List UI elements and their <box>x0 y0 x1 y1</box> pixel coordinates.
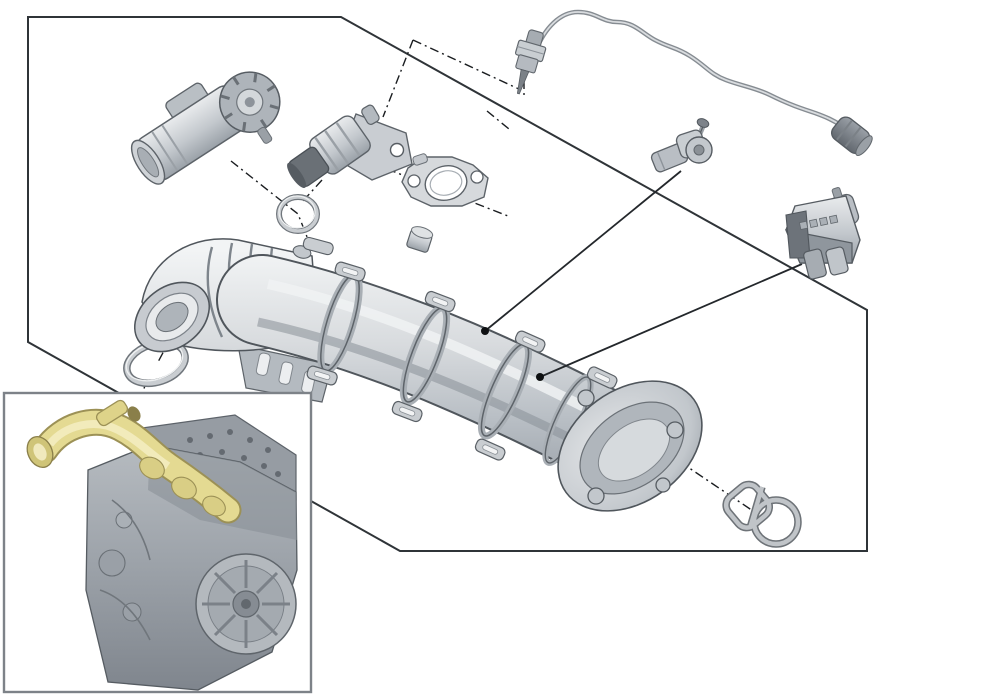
exhaust-gas-temperature-sensor <box>514 9 873 157</box>
position-sensor-with-bolt <box>650 118 713 173</box>
leader-dot-1 <box>481 327 489 335</box>
electric-changeover-valve-module <box>785 187 861 280</box>
highlighted-intake-manifold <box>26 399 242 524</box>
egr-valve-unit <box>130 71 281 185</box>
manifold-mounting-lugs <box>306 261 618 461</box>
flange-gasket <box>401 153 489 207</box>
vacuum-actuator-valve <box>287 104 413 189</box>
engine-location-inset <box>2 391 313 694</box>
sensor-connector-sleeve <box>831 116 873 157</box>
leader-dot-2 <box>536 373 544 381</box>
egr-gear-cone <box>219 71 281 133</box>
diagram-frame <box>27 16 868 552</box>
small-o-ring-seal <box>276 194 320 234</box>
intake-manifold <box>133 226 703 512</box>
engine-block-with-highlighted-manifold <box>26 399 298 691</box>
profile-gasket <box>722 480 802 548</box>
leader-lines-solid <box>484 170 803 378</box>
